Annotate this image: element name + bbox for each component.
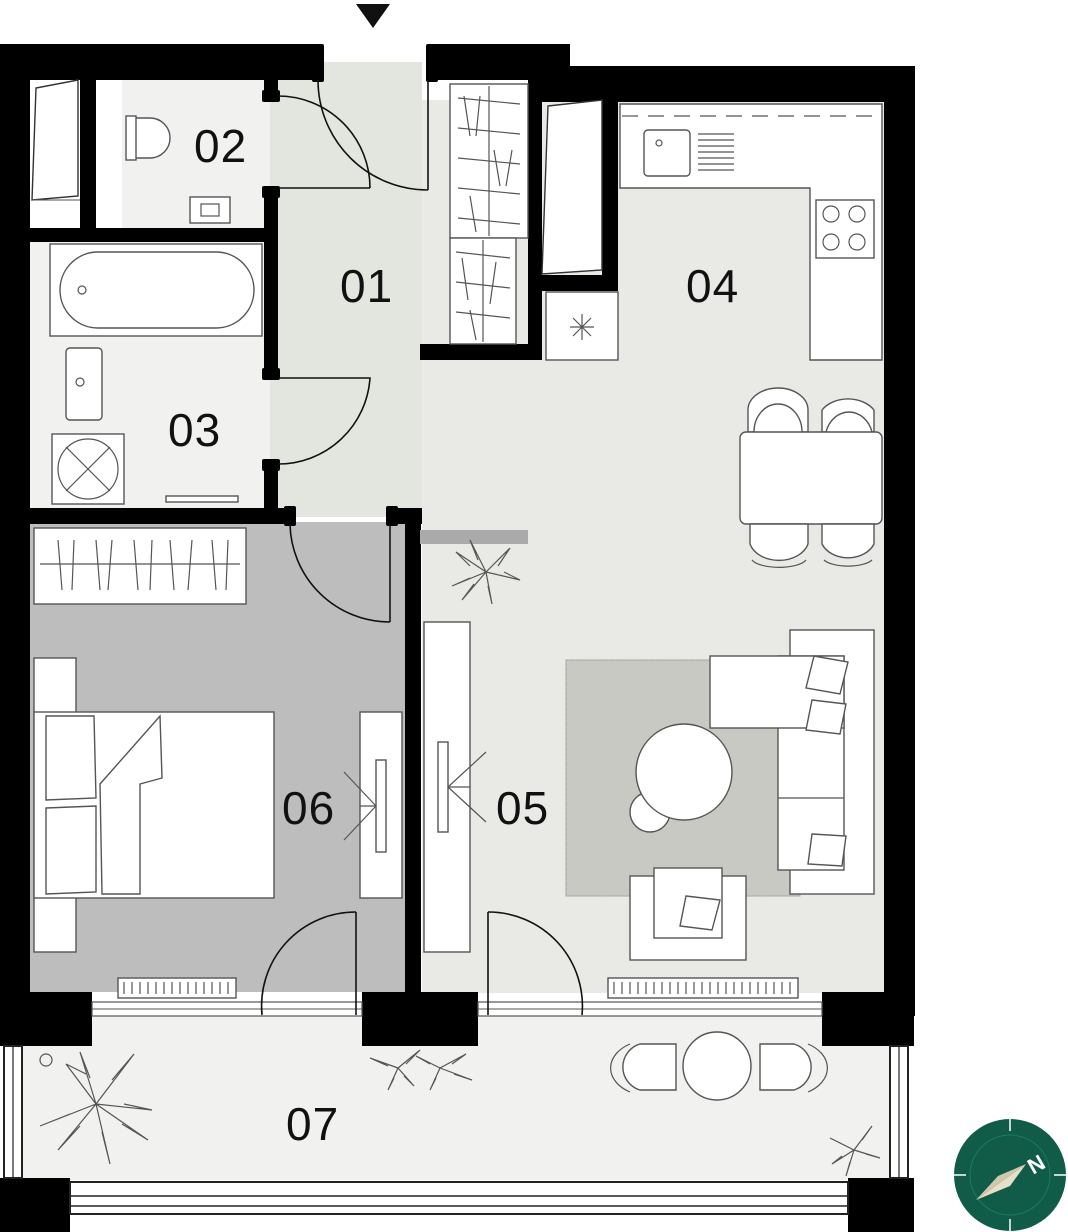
bedroom-furniture xyxy=(33,527,403,999)
hall-wardrobe xyxy=(449,83,529,345)
windows xyxy=(3,79,909,1215)
room-label-03: 03 xyxy=(168,404,221,456)
bedroom-wardrobe xyxy=(33,527,247,605)
bath-fixtures xyxy=(49,243,263,505)
room-labels: 02 01 04 03 06 05 07 xyxy=(168,120,739,1150)
living-furniture xyxy=(420,530,875,999)
walls xyxy=(0,44,915,1232)
balcony-table xyxy=(682,1031,752,1101)
kitchen-fixtures xyxy=(545,103,883,361)
fridge xyxy=(545,291,619,361)
coffee-table xyxy=(635,723,733,821)
wc-sink xyxy=(189,196,231,224)
room-label-02: 02 xyxy=(194,120,247,172)
compass-north-icon: N xyxy=(954,1119,1066,1231)
dining-set xyxy=(739,387,883,568)
room-label-06: 06 xyxy=(282,782,335,834)
room-label-01: 01 xyxy=(340,260,393,312)
doors xyxy=(260,79,584,1016)
dining-table xyxy=(739,431,883,525)
wc-fixtures xyxy=(125,115,231,224)
plant-icon xyxy=(451,539,521,605)
plant-pair-icon xyxy=(369,1049,473,1091)
balcony-furniture xyxy=(39,1031,881,1177)
floor-hall-01 xyxy=(270,62,422,517)
kitchen-sink xyxy=(643,129,691,177)
room-label-07: 07 xyxy=(286,1098,339,1150)
plant-small-icon xyxy=(829,1125,881,1177)
room-label-05: 05 xyxy=(496,782,549,834)
room-label-04: 04 xyxy=(686,260,739,312)
entrance-arrow-icon xyxy=(356,4,390,28)
plant-large-icon xyxy=(39,1051,153,1165)
